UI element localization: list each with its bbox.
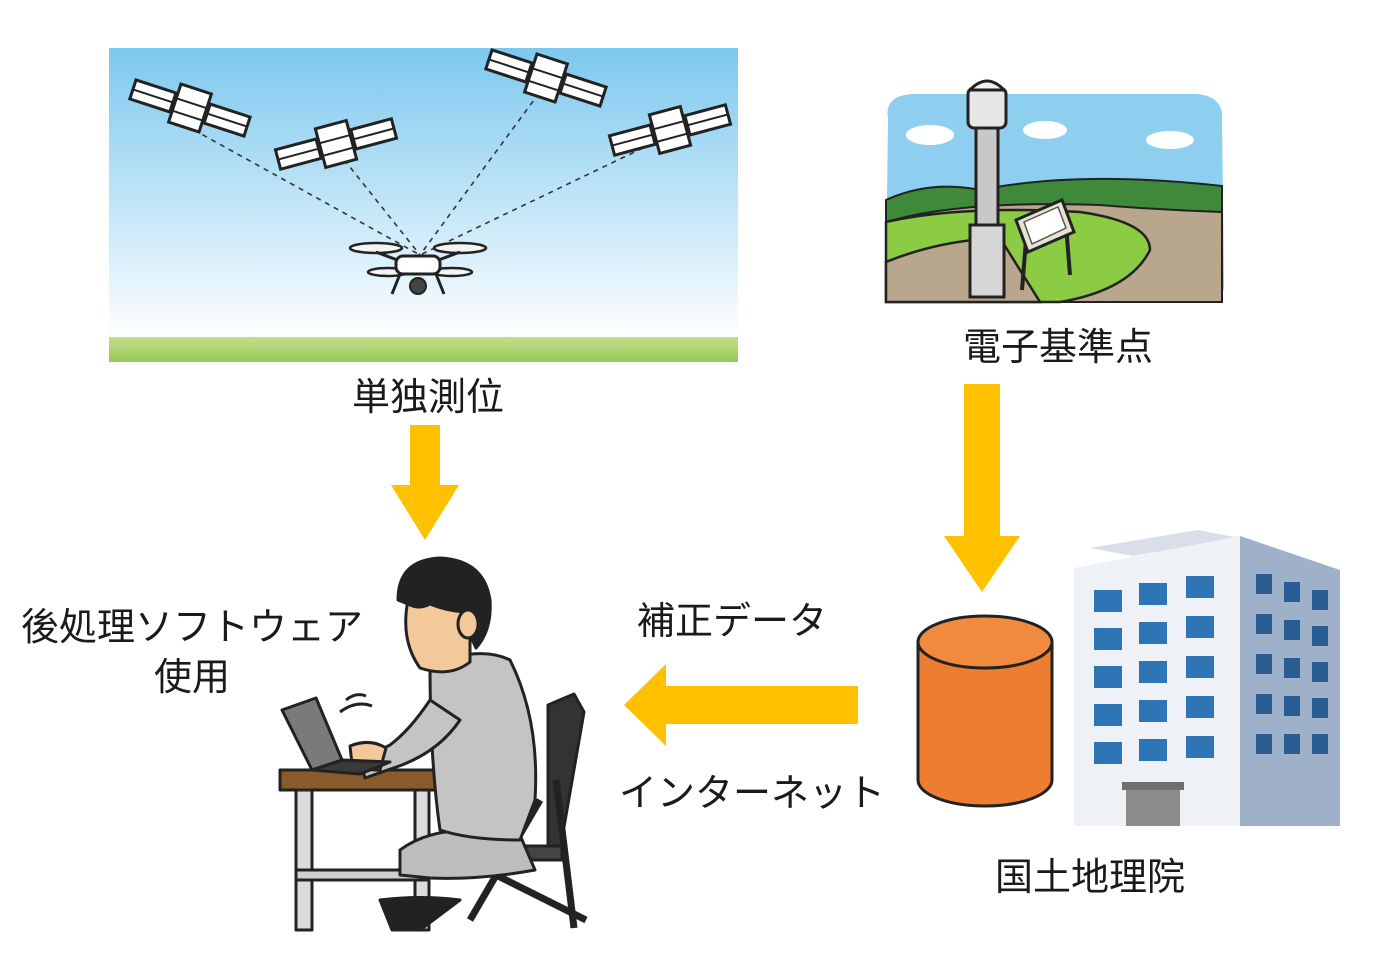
person-body <box>348 556 538 932</box>
reference-station-label: 電子基準点 <box>963 325 1153 369</box>
signal-lines <box>184 84 671 256</box>
office-building-icon <box>1074 530 1340 826</box>
internet-label: インターネット <box>619 771 885 815</box>
database-icon <box>916 614 1054 808</box>
typing-motion-lines <box>339 693 373 714</box>
building-windows-front <box>1094 576 1214 764</box>
software-label-line2: 使用 <box>154 655 230 699</box>
standalone-positioning-panel <box>109 38 738 362</box>
correction-data-label: 補正データ <box>637 599 827 643</box>
reference-station-icon <box>966 79 1076 299</box>
drone-icon <box>348 241 488 295</box>
person-at-laptop-icon <box>278 556 588 932</box>
standalone-positioning-label: 単独測位 <box>352 375 504 419</box>
arrow-down-left <box>391 425 459 540</box>
arrow-down-right <box>944 384 1020 592</box>
building-windows-side <box>1256 574 1328 754</box>
laptop <box>280 696 392 776</box>
reference-station-panel <box>884 79 1225 304</box>
software-label-line1: 後処理ソフトウェア <box>21 605 363 649</box>
ground-strip <box>109 337 738 362</box>
info-board <box>1014 197 1076 291</box>
gsi-label: 国土地理院 <box>995 855 1185 899</box>
arrow-left <box>624 664 858 746</box>
desk <box>278 768 452 932</box>
building-entrance <box>1126 786 1180 826</box>
